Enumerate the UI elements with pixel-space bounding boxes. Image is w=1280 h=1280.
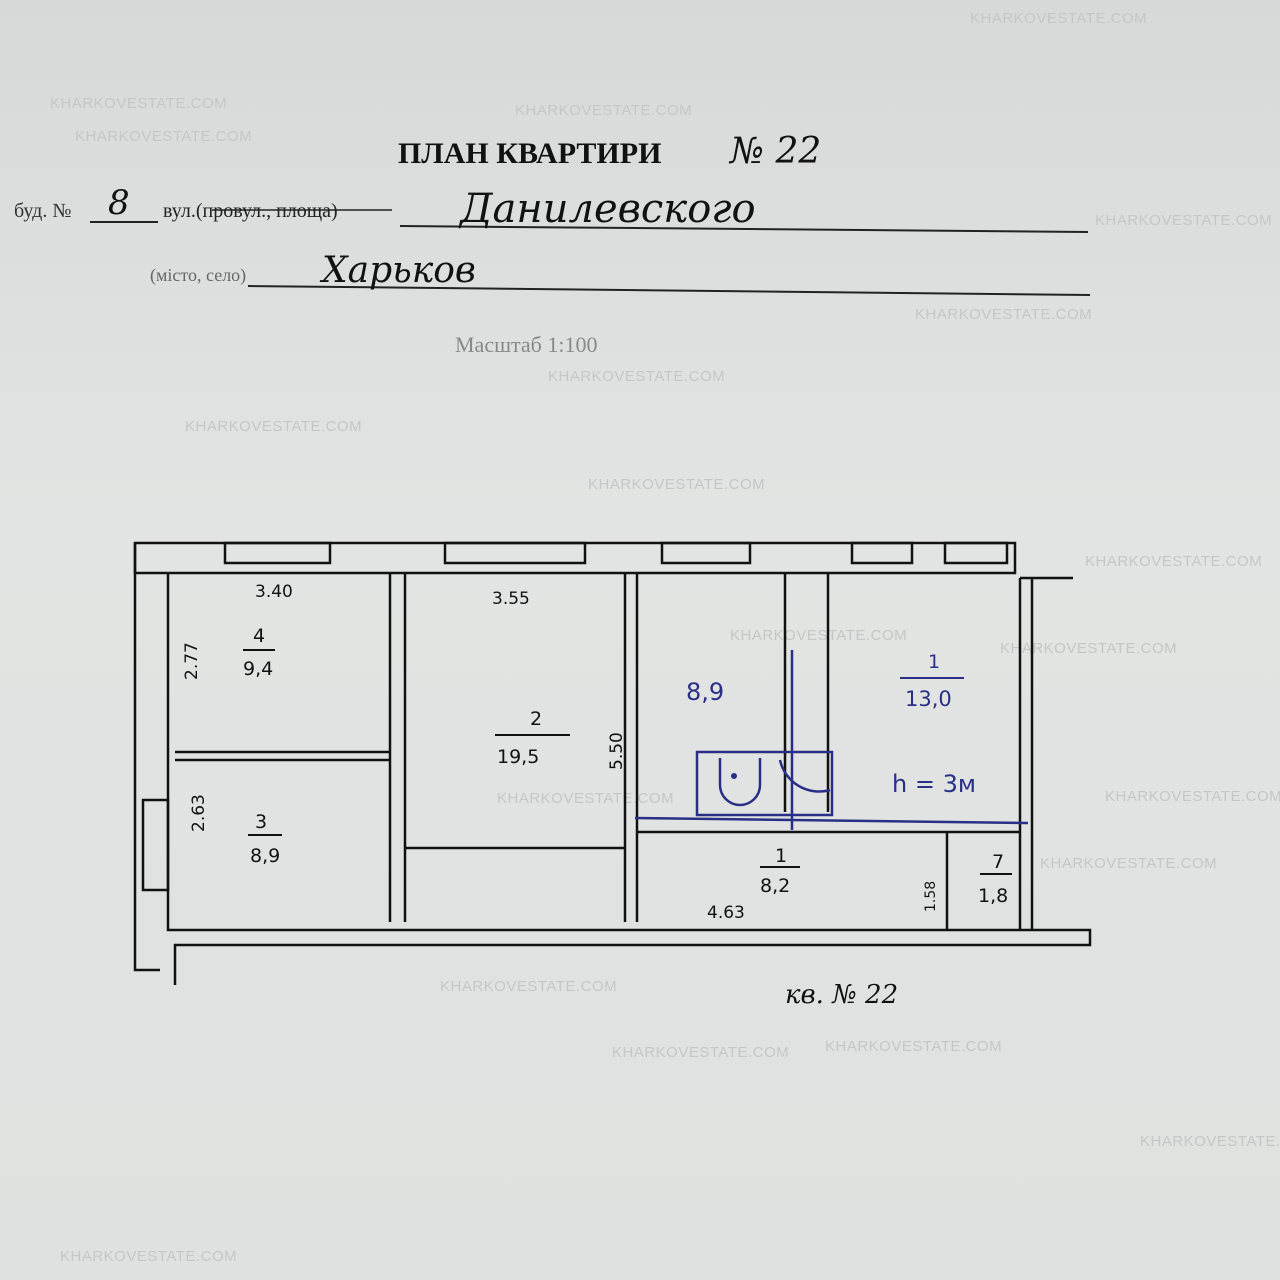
watermark: KHARKOVESTATE.COM	[730, 627, 908, 644]
room-area: 13,0	[905, 687, 952, 711]
dimension: 2.77	[182, 642, 202, 680]
room-labels: 4 9,4 3 8,9 2 19,5 8,9 1 13,0 h = 3м 1 8…	[243, 625, 1012, 907]
watermark: KHARKOVESTATE.COM	[1000, 640, 1178, 657]
dimension: 3.55	[492, 589, 530, 609]
room-number: 1	[928, 651, 940, 673]
room-number: 7	[992, 851, 1004, 873]
watermark: KHARKOVESTATE.COM	[60, 1248, 238, 1265]
dimension: 1.58	[923, 881, 939, 912]
room-number: 2	[530, 708, 542, 730]
watermark: KHARKOVESTATE.COM	[548, 368, 726, 385]
dimension: 4.63	[707, 903, 745, 923]
watermark: KHARKOVESTATE.COM	[825, 1038, 1003, 1055]
watermark: KHARKOVESTATE.COM	[1105, 788, 1280, 805]
city-label: (місто, село)	[150, 265, 246, 286]
watermark: KHARKOVESTATE.COM	[1040, 855, 1218, 872]
pen-annotations	[634, 650, 1029, 830]
watermark: KHARKOVESTATE.COM	[1085, 553, 1263, 570]
watermark: KHARKOVESTATE.COM	[915, 306, 1093, 323]
watermark: KHARKOVESTATE.COM	[1095, 212, 1273, 229]
room-area: 9,4	[243, 658, 273, 680]
watermark: KHARKOVESTATE.COM	[970, 10, 1148, 27]
street-label: вул.(провул., площа)	[163, 200, 338, 222]
street-handwritten: Данилевского	[458, 186, 756, 232]
dimension: 5.50	[607, 732, 627, 770]
street-underline	[399, 225, 1089, 233]
building-label: буд. №	[14, 200, 71, 222]
watermark: KHARKOVESTATE.COM	[440, 978, 618, 995]
apartment-number-handwritten: № 22	[728, 131, 821, 172]
watermark: KHARKOVESTATE.COM	[612, 1044, 790, 1061]
watermark: KHARKOVESTATE.COM	[515, 102, 693, 119]
room-area: 1,8	[978, 885, 1008, 907]
document-title: ПЛАН КВАРТИРИ	[398, 137, 661, 170]
scale-label: Масштаб 1:100	[455, 332, 597, 357]
room-area: 8,9	[250, 845, 280, 867]
watermark: KHARKOVESTATE.COM	[1140, 1133, 1280, 1150]
watermark: KHARKOVESTATE.COM	[75, 128, 253, 145]
toilet-icon	[731, 773, 737, 779]
watermark: KHARKOVESTATE.COM	[50, 95, 228, 112]
dimension: 2.63	[189, 794, 209, 832]
apartment-label: кв. № 22	[785, 980, 898, 1010]
building-number-handwritten: 8	[108, 183, 130, 223]
room-number: 4	[253, 625, 265, 647]
watermark: KHARKOVESTATE.COM	[185, 418, 363, 435]
city-handwritten: Харьков	[319, 250, 476, 291]
plan-walls	[133, 541, 1092, 985]
room-number: 1	[775, 845, 787, 867]
dimension: 3.40	[255, 582, 293, 602]
room-area: 19,5	[497, 746, 539, 768]
room-area: 8,9	[686, 678, 724, 706]
ceiling-height: h = 3м	[892, 770, 976, 798]
dimension-labels: 3.40 3.55 2.77 2.63 5.50 4.63 1.58	[182, 582, 939, 923]
room-number: 3	[255, 811, 267, 833]
room-area: 8,2	[760, 875, 790, 897]
city-underline	[247, 285, 1091, 296]
watermark: KHARKOVESTATE.COM	[588, 476, 766, 493]
watermark: KHARKOVESTATE.COM	[497, 790, 675, 807]
